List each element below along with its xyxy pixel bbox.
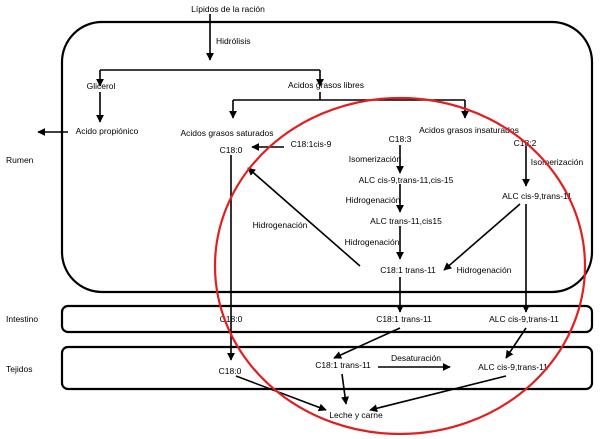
node-c18-1-t11-rumen: C18:1 trans-11	[380, 265, 436, 275]
intestine-label: Intestino	[6, 314, 38, 324]
node-alc-t11-c15: ALC trans-11,cis15	[370, 216, 442, 226]
arrow-alc-to-milk	[369, 375, 507, 413]
node-hydrogenation-right: Hidrogenación	[457, 265, 512, 275]
node-saturated-fa: Acidos grasos saturados	[180, 128, 273, 138]
arrow-c18-1-to-c18-0	[247, 167, 361, 267]
arrow-c18-0-to-milk	[235, 375, 327, 412]
node-c18-1-t11-tissue: C18:1 trans-11	[315, 360, 371, 370]
intestine-compartment	[60, 304, 594, 334]
node-alc-cis9-t11-rumen: ALC cis-9,trans-11	[502, 191, 572, 201]
node-c18-0-intestine: C18:0	[220, 314, 243, 324]
node-c18-3: C18:3	[389, 134, 412, 144]
node-unsaturated-fa: Acidos grasos insaturados	[419, 125, 519, 135]
node-free-fatty-acids: Acidos grasos libres	[288, 80, 364, 90]
node-isomerization-1: Isomerización	[349, 154, 402, 164]
arrow-intestine-alc-to-tissue	[505, 327, 527, 359]
connectors	[37, 14, 530, 413]
node-hydrogenation-1: Hidrogenación	[346, 195, 401, 205]
node-alc-tissue: ALC cis-9,trans-11	[478, 362, 548, 372]
highlight-circle	[213, 96, 587, 436]
node-milk-meat: Leche y carne	[329, 410, 383, 420]
node-desaturation: Desaturación	[391, 353, 441, 363]
node-alc-intestine: ALC cis-9,trans-11	[489, 314, 559, 324]
node-isomerization-2: Isomerización	[531, 157, 584, 167]
node-lipids: Lípidos de la ración	[191, 4, 265, 14]
arrow-intestine-c18-1-to-tissue	[333, 327, 401, 359]
node-glycerol: Glicerol	[87, 81, 116, 91]
node-c18-1-t11-intestine: C18:1 trans-11	[376, 314, 432, 324]
arrow-c18-1-to-milk	[341, 373, 350, 405]
node-c18-1-cis9: C18:1cis-9	[291, 139, 332, 149]
rumen-label: Rumen	[6, 155, 34, 165]
node-c18-0-tissue: C18:0	[219, 366, 242, 376]
tissues-label: Tejidos	[6, 364, 32, 374]
node-hydrolysis: Hidrólisis	[216, 36, 250, 46]
arrow-alc-to-c18-1	[443, 203, 521, 271]
node-hydrogenation-2: Hidrogenación	[345, 237, 400, 247]
node-alc-cis9-t11-c15: ALC cis-9,trans-11,cis-15	[359, 175, 454, 185]
tissues-compartment	[60, 345, 594, 391]
node-c18-0-rumen: C18:0	[220, 145, 243, 155]
node-hydrogenation-left: Hidrogenación	[253, 220, 308, 230]
rumen-compartment	[60, 20, 594, 294]
node-propionic-acid: Acido propiónico	[76, 126, 139, 136]
